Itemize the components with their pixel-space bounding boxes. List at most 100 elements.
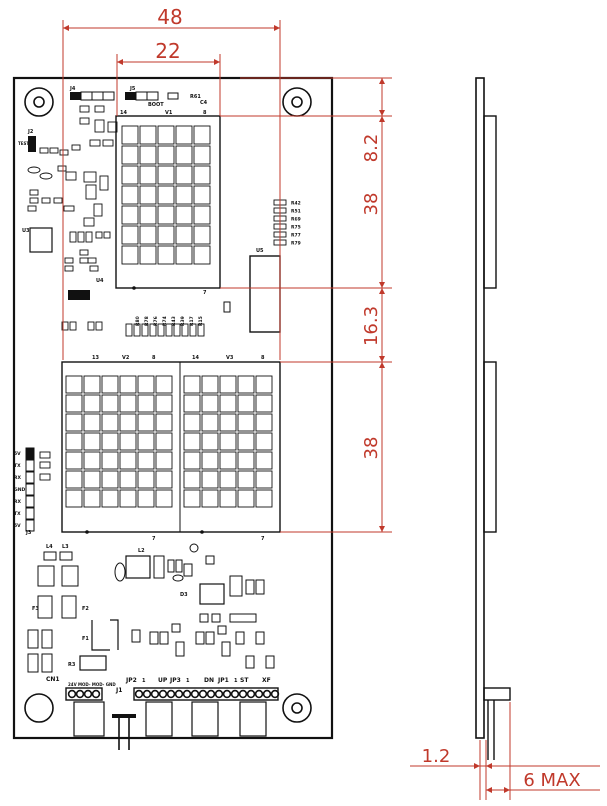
label-r61: R61 xyxy=(190,94,201,100)
display-v2-segment xyxy=(101,394,119,413)
display-v3-segment xyxy=(201,413,219,432)
label-u3: U3 xyxy=(22,228,30,234)
small-components-cluster-left xyxy=(27,105,118,272)
display-v3-segment xyxy=(219,375,237,394)
label-v1: V1 xyxy=(165,110,173,116)
side-view-pcb xyxy=(475,77,485,739)
display-v2-segment xyxy=(65,413,83,432)
label-jp3-one: 1 xyxy=(186,678,190,684)
label-v2-pin8: 8 xyxy=(152,355,156,361)
display-v2-segment xyxy=(101,451,119,470)
display-v2-segment xyxy=(137,432,155,451)
display-v1-segment xyxy=(175,205,193,225)
label-xf: XF xyxy=(262,677,271,684)
display-v2-segment xyxy=(83,451,101,470)
label-dn: DN xyxy=(204,677,214,684)
display-v1-segment xyxy=(193,205,211,225)
connector-j4 xyxy=(70,91,115,101)
display-v2-segment xyxy=(119,375,137,394)
label-r3: R3 xyxy=(68,662,76,668)
display-v1-outline xyxy=(115,115,221,289)
j3-pin-label: TX xyxy=(14,463,21,469)
display-v3-pin1-dot xyxy=(200,530,204,534)
mounting-hole-bottom-left xyxy=(24,693,54,723)
display-v2-segment xyxy=(101,375,119,394)
display-v3-segment xyxy=(237,413,255,432)
j3-pin xyxy=(25,447,35,460)
jp-pin xyxy=(182,689,192,699)
dimension-display2-height: 38 xyxy=(361,437,382,460)
j3-pin-label: 5V xyxy=(14,451,21,457)
jp-pin xyxy=(190,689,200,699)
label-j5: J5 xyxy=(129,86,136,92)
display-v2-segment xyxy=(83,432,101,451)
display-v3-segment xyxy=(219,489,237,508)
jp-pin xyxy=(142,689,152,699)
dimension-max-height: 6 MAX xyxy=(523,770,580,791)
display-v3-segment xyxy=(255,413,273,432)
jp-pin xyxy=(206,689,216,699)
display-v1-segment xyxy=(193,125,211,145)
display-v1-segment xyxy=(121,245,139,265)
jp-pin xyxy=(222,689,232,699)
display-v1-segment xyxy=(121,205,139,225)
display-v3-segment xyxy=(201,432,219,451)
display-v3-segment xyxy=(255,432,273,451)
label-j2: J2 xyxy=(27,129,34,135)
display-v3-segment xyxy=(219,413,237,432)
display-v3-segment xyxy=(237,489,255,508)
display-v1-segment xyxy=(157,125,175,145)
jp-pin xyxy=(150,689,160,699)
display-v1-segment xyxy=(121,185,139,205)
label-jp1: JP1 xyxy=(217,677,229,684)
resistor-mid-label: R80 xyxy=(135,316,141,326)
label-jp2: JP2 xyxy=(125,677,137,684)
label-v1-pin8: 8 xyxy=(203,110,207,116)
resistor-right-label: R42 xyxy=(291,201,301,207)
resistor-mid xyxy=(125,323,133,337)
cn1-pin xyxy=(91,689,101,699)
label-jp2-one: 1 xyxy=(142,678,146,684)
jp-pin xyxy=(134,689,144,699)
display-v1-segment xyxy=(121,145,139,165)
dimension-lines xyxy=(62,20,600,800)
label-u4: U4 xyxy=(96,278,104,284)
display-v3-segment xyxy=(183,375,201,394)
display-v3-segment xyxy=(201,470,219,489)
display-v1-segment xyxy=(193,245,211,265)
display-v3-segment xyxy=(255,470,273,489)
label-test: TEST xyxy=(18,141,29,146)
display-v1-segment xyxy=(139,205,157,225)
label-f1: F1 xyxy=(82,636,89,642)
label-v1-pin14: 14 xyxy=(120,110,127,116)
display-v3-segment xyxy=(219,451,237,470)
display-v2-segment xyxy=(155,451,173,470)
display-v1-segment xyxy=(157,205,175,225)
display-v3-segment xyxy=(183,394,201,413)
label-boot: BOOT xyxy=(148,102,164,108)
display-v3-segment xyxy=(237,470,255,489)
display-v2-segment xyxy=(101,413,119,432)
resistor-mid-label: R43 xyxy=(171,316,177,326)
display-v1-segment xyxy=(157,145,175,165)
display-v2-segment xyxy=(155,375,173,394)
jp-pin xyxy=(246,689,256,699)
side-view-connector-body xyxy=(483,687,511,701)
display-v1-segment xyxy=(157,245,175,265)
display-v1-segment xyxy=(157,165,175,185)
component-r3 xyxy=(79,655,107,671)
dimension-thickness: 1.2 xyxy=(422,746,451,767)
display-v1-segment-grid xyxy=(121,125,211,265)
label-c4: C4 xyxy=(200,100,208,106)
display-v1-segment xyxy=(175,145,193,165)
display-v2-segment xyxy=(119,489,137,508)
display-v1-segment xyxy=(175,245,193,265)
display-v1-segment xyxy=(193,145,211,165)
display-v2-segment-grid xyxy=(65,375,173,508)
resistor-right-label: R77 xyxy=(291,233,301,239)
label-cn1: CN1 xyxy=(46,676,60,683)
display-v3-segment xyxy=(201,451,219,470)
jp-pin xyxy=(174,689,184,699)
component-d3 xyxy=(199,583,225,605)
